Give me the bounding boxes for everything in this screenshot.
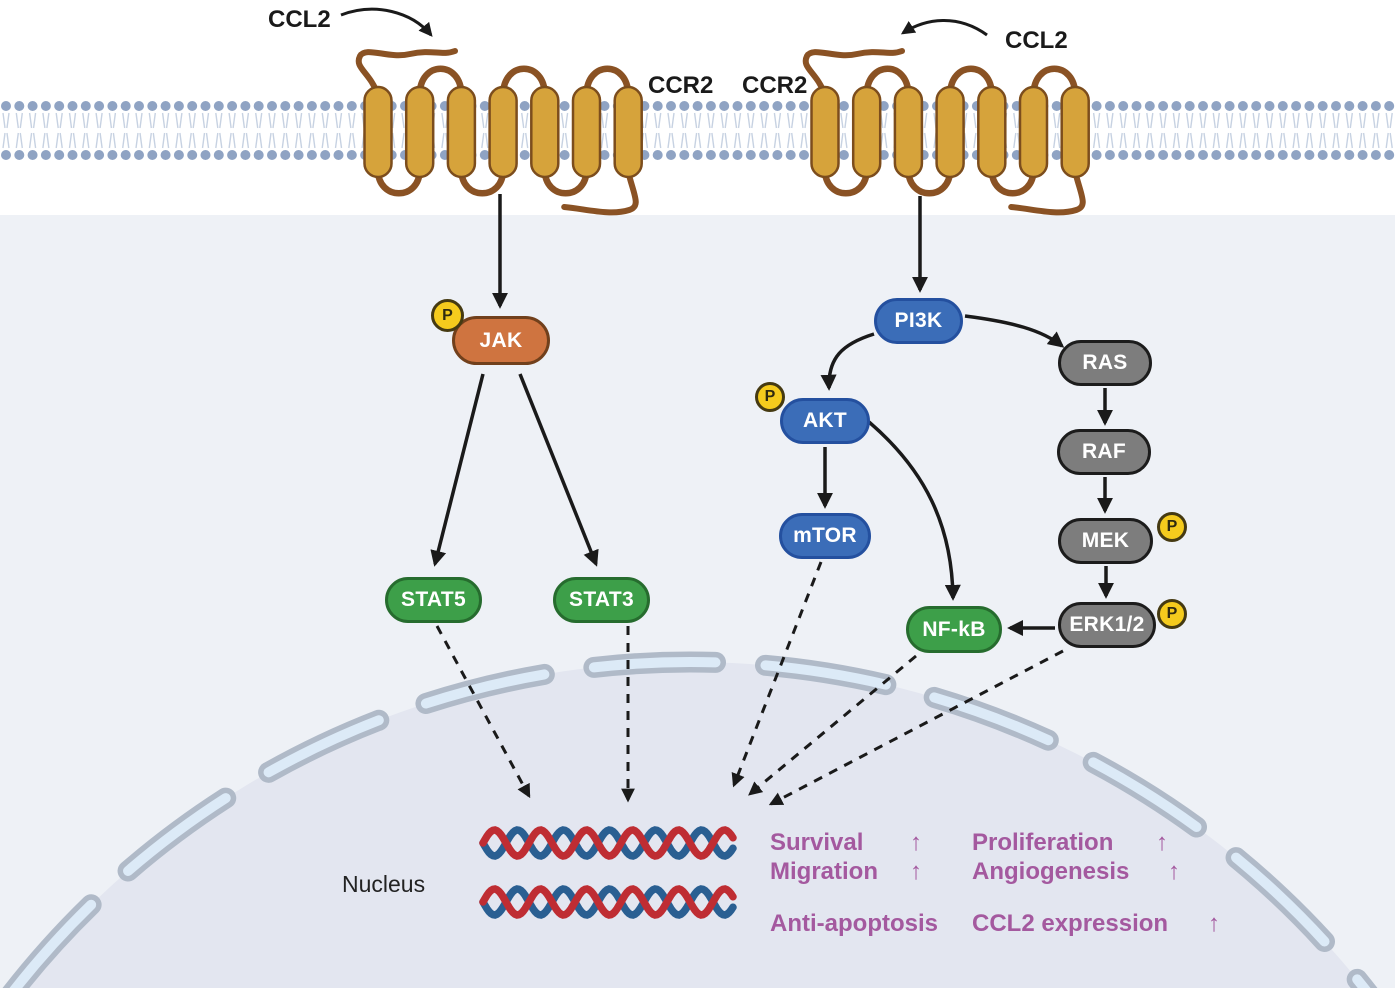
phospho-badge-akt: P (755, 382, 785, 412)
dashed-erk-to-dna (768, 649, 1064, 806)
node-stat3: STAT3 (553, 577, 650, 623)
outcome-anti-apoptosis: Anti-apoptosis (770, 910, 938, 937)
arrow-pi3k-to-ras (964, 314, 1065, 348)
up-arrow: ↑ (1156, 829, 1168, 856)
dna-helices (479, 826, 737, 919)
cell-membrane (1, 101, 1395, 160)
phospho-badge-mek: P (1157, 512, 1187, 542)
arrow-jak-to-stat3 (518, 373, 599, 567)
up-arrow: ↑ (910, 858, 922, 885)
up-arrow: ↑ (1168, 858, 1180, 885)
ligand-arrows (340, 7, 988, 37)
node-jak: JAK (452, 316, 550, 365)
dashed-nfkb-to-dna (748, 654, 917, 796)
ccr2-receptor-right (802, 48, 1090, 216)
nuclear-translocation-arrows (435, 561, 1064, 806)
node-mtor: mTOR (779, 513, 871, 559)
outcome-ccl2-expression: CCL2 expression↑ (972, 910, 1220, 937)
node-raf: RAF (1057, 429, 1151, 475)
dashed-stat5-to-dna (435, 625, 531, 799)
node-nfkb: NF-kB (906, 606, 1002, 653)
node-stat5: STAT5 (385, 577, 482, 623)
up-arrow: ↑ (1208, 910, 1220, 937)
arrow-jak-to-stat5 (430, 373, 485, 567)
nucleus (2, 651, 1378, 988)
node-erk: ERK1/2 (1058, 602, 1156, 648)
phospho-badge-erk: P (1157, 599, 1187, 629)
arrow-pi3k-to-akt (820, 332, 875, 391)
ccl2-label-left: CCL2 (268, 6, 331, 33)
ccr2-label-right: CCR2 (742, 72, 808, 99)
ccr2-receptor-left (355, 48, 643, 216)
outcome-survival: Survival↑ (770, 829, 922, 856)
signal-arrows (430, 194, 1115, 637)
node-mek: MEK (1058, 518, 1153, 564)
up-arrow: ↑ (910, 829, 922, 856)
outcome-proliferation: Proliferation↑ (972, 829, 1168, 856)
arrow-ccl2-right (900, 19, 988, 37)
node-ras: RAS (1058, 340, 1152, 386)
nucleus-label: Nucleus (342, 871, 426, 897)
arrow-ccl2-left (340, 7, 433, 37)
dashed-mtor-to-dna (731, 561, 823, 788)
arrow-akt-to-nfkb (867, 420, 961, 601)
outcome-migration: Migration↑ (770, 858, 922, 885)
ccr2-label-left: CCR2 (648, 72, 714, 99)
outcome-angiogenesis: Angiogenesis↑ (972, 858, 1180, 885)
node-pi3k: PI3K (874, 298, 963, 344)
node-akt: AKT (780, 398, 870, 444)
phospho-badge-jak: P (431, 299, 464, 332)
ccl2-label-right: CCL2 (1005, 27, 1068, 54)
